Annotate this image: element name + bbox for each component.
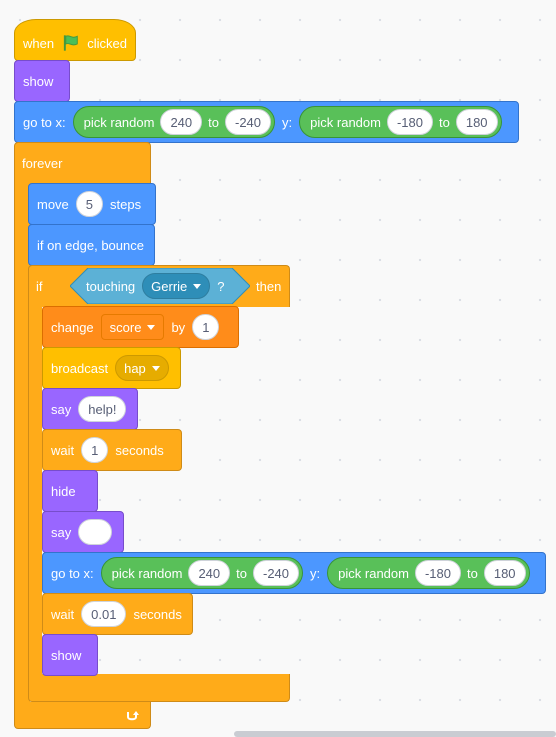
wait-duration-input[interactable]: 1 — [81, 437, 109, 463]
forever-arm — [14, 183, 30, 705]
loop-arrow-icon — [127, 711, 139, 721]
if-foot[interactable] — [28, 674, 290, 702]
pick-random-y-reporter[interactable]: pick random -180 to 180 — [327, 557, 530, 589]
y-label: y: — [282, 114, 293, 130]
forever-label: forever — [22, 155, 63, 171]
show-label: show — [23, 73, 54, 89]
broadcast-message-dropdown[interactable]: hap — [115, 355, 169, 381]
hide-label: hide — [51, 483, 76, 499]
say-message-input[interactable]: help! — [78, 396, 127, 422]
say-message-input[interactable] — [78, 519, 113, 545]
random-from-input[interactable]: 240 — [188, 560, 231, 586]
dropdown-caret-icon — [147, 324, 156, 330]
touching-label: touching — [86, 278, 136, 294]
wait-duration-input[interactable]: 0.01 — [81, 601, 127, 627]
show-label: show — [51, 647, 82, 663]
show-block[interactable]: show — [42, 634, 98, 676]
pick-random-x-reporter[interactable]: pick random 240 to -240 — [100, 557, 304, 589]
touching-target-dropdown[interactable]: Gerrie — [142, 273, 211, 299]
forever-block[interactable] — [14, 142, 151, 184]
go-to-xy-block[interactable]: go to x: pick random 240 to -240 y: pick… — [42, 552, 546, 594]
dropdown-caret-icon — [193, 283, 202, 289]
seconds-label: seconds — [115, 442, 164, 458]
show-block[interactable]: show — [14, 60, 70, 102]
dropdown-caret-icon — [151, 365, 160, 371]
say-label: say — [51, 524, 72, 540]
variable-value: score — [109, 319, 142, 335]
wait-block[interactable]: wait 1 seconds — [42, 429, 182, 471]
random-from-input[interactable]: -180 — [386, 109, 433, 135]
when-label: when — [23, 35, 55, 51]
then-label: then — [256, 278, 282, 294]
seconds-label: seconds — [133, 606, 182, 622]
say-block[interactable]: say help! — [42, 388, 138, 430]
touching-target-value: Gerrie — [151, 278, 188, 294]
change-label: change — [51, 319, 94, 335]
pick-random-y-reporter[interactable]: pick random -180 to 180 — [299, 106, 502, 138]
variable-dropdown[interactable]: score — [100, 314, 165, 340]
if-on-edge-bounce-block[interactable]: if on edge, bounce — [28, 224, 155, 266]
if-label: if — [36, 278, 43, 294]
wait-block[interactable]: wait 0.01 seconds — [42, 593, 193, 635]
steps-input[interactable]: 5 — [75, 191, 104, 217]
to-label: to — [208, 114, 219, 130]
broadcast-label: broadcast — [51, 360, 109, 376]
random-to-input[interactable]: 180 — [483, 560, 526, 586]
change-amount-input[interactable]: 1 — [192, 314, 220, 340]
change-variable-block[interactable]: change score by 1 — [42, 306, 239, 348]
random-to-input[interactable]: -240 — [253, 560, 300, 586]
when-flag-clicked-block[interactable]: when clicked — [14, 19, 136, 61]
to-label: to — [236, 565, 247, 581]
pick-random-label: pick random — [83, 114, 155, 130]
wait-label: wait — [51, 606, 75, 622]
if-arm — [28, 306, 42, 676]
pick-random-label: pick random — [338, 565, 409, 581]
pick-random-label: pick random — [111, 565, 183, 581]
go-to-label: go to x: — [23, 114, 66, 130]
green-flag-icon — [63, 35, 78, 51]
move-steps-block[interactable]: move 5 steps — [28, 183, 156, 225]
pick-random-x-reporter[interactable]: pick random 240 to -240 — [72, 106, 276, 138]
bounce-label: if on edge, bounce — [37, 237, 144, 253]
question-mark: ? — [217, 278, 225, 294]
to-label: to — [439, 114, 450, 130]
to-label: to — [467, 565, 478, 581]
y-label: y: — [310, 565, 321, 581]
broadcast-message-value: hap — [124, 360, 146, 376]
horizontal-scrollbar[interactable] — [234, 731, 556, 737]
hide-block[interactable]: hide — [42, 470, 98, 512]
say-label: say — [51, 401, 72, 417]
random-from-input[interactable]: -180 — [414, 560, 461, 586]
clicked-label: clicked — [87, 35, 127, 51]
wait-label: wait — [51, 442, 75, 458]
go-to-label: go to x: — [51, 565, 94, 581]
random-to-input[interactable]: -240 — [225, 109, 272, 135]
pick-random-label: pick random — [310, 114, 381, 130]
random-to-input[interactable]: 180 — [455, 109, 498, 135]
go-to-xy-block[interactable]: go to x: pick random 240 to -240 y: pick… — [14, 101, 519, 143]
steps-label: steps — [110, 196, 142, 212]
random-from-input[interactable]: 240 — [160, 109, 203, 135]
touching-condition[interactable]: touching Gerrie ? — [86, 268, 225, 304]
by-label: by — [171, 319, 186, 335]
move-label: move — [37, 196, 69, 212]
say-block-empty[interactable]: say — [42, 511, 124, 553]
broadcast-block[interactable]: broadcast hap — [42, 347, 181, 389]
